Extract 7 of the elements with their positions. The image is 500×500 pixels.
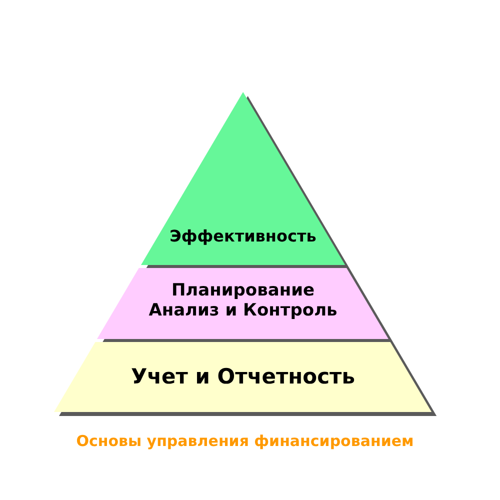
tier-label: Эффективность (168, 226, 317, 246)
tier-label: Учет и Отчетность (130, 364, 356, 390)
tier-label: Планирование Анализ и Контроль (148, 280, 338, 322)
pyramid-tier (97, 268, 389, 339)
pyramid-tier (140, 92, 346, 265)
pyramid-tier (54, 342, 432, 412)
caption: Основы управления финансированием (76, 432, 414, 450)
